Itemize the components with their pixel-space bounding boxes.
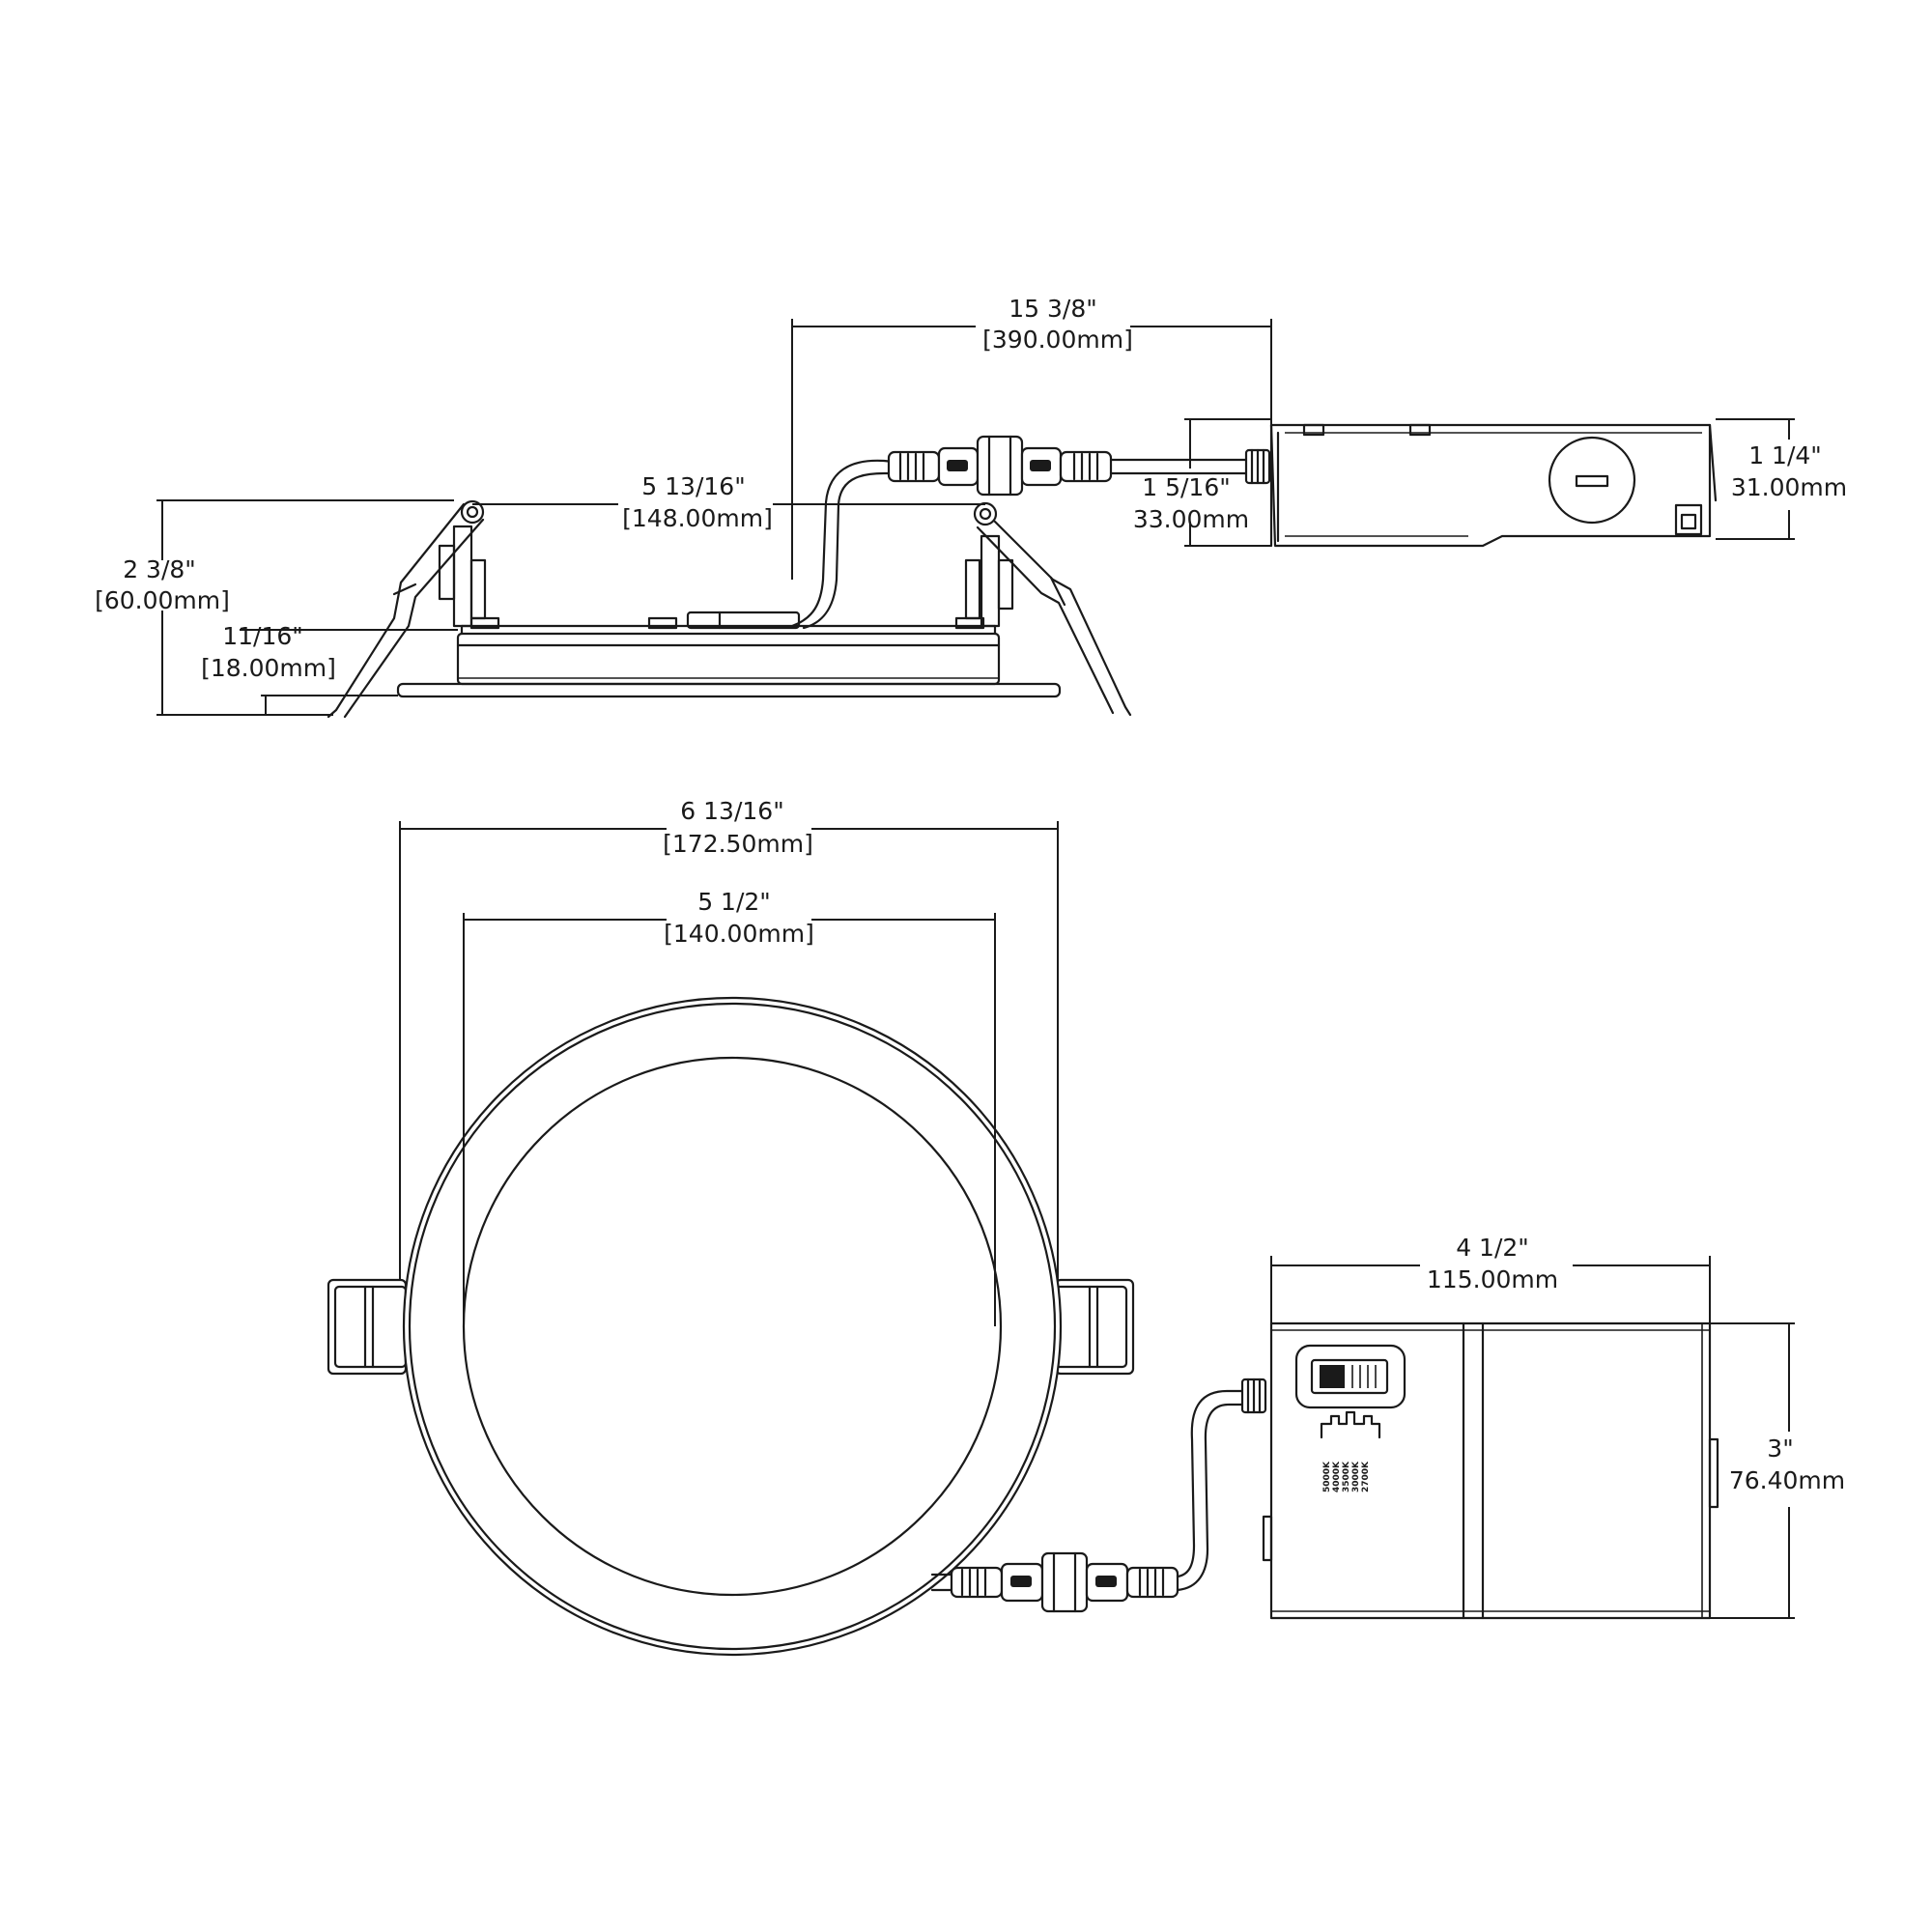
overall-diameter-imperial: 6 13/16" — [680, 797, 783, 825]
right-clip-tab — [1054, 1278, 1135, 1376]
cct-label: 3000K — [1351, 1461, 1361, 1492]
knockout-icon — [1548, 436, 1636, 525]
box-width-imperial: 3" — [1767, 1435, 1793, 1463]
dimension-labels: 15 3/8" [390.00mm] 5 13/16" [148.00mm] 2… — [95, 295, 1847, 1494]
side-height-imperial: 2 3/8" — [123, 555, 196, 583]
cct-switch-slider-icon — [1320, 1365, 1345, 1388]
cutout-side-metric: [148.00mm] — [622, 504, 773, 532]
cable-length-imperial: 15 3/8" — [1009, 295, 1097, 323]
box-length-imperial: 4 1/2" — [1456, 1234, 1529, 1262]
top-view-junction-box: 5000K 4000K 3500K 3000K 2700K — [1262, 1321, 1719, 1620]
trim-flange — [396, 682, 1062, 698]
cct-label: 3500K — [1342, 1461, 1351, 1492]
trim-height-imperial: 11/16" — [222, 622, 303, 650]
side-height-metric: [60.00mm] — [95, 586, 230, 614]
trim-height-metric: [18.00mm] — [201, 654, 336, 682]
side-connector-assembly — [887, 435, 1271, 497]
top-connector-assembly — [930, 1378, 1267, 1613]
box-height-imperial: 1 1/4" — [1748, 441, 1822, 469]
box-height-metric: 31.00mm — [1731, 473, 1847, 501]
cutout-side-imperial: 5 13/16" — [641, 472, 745, 500]
top-view-downlight — [327, 996, 1135, 1657]
aperture-diameter-imperial: 5 1/2" — [697, 888, 771, 916]
cct-label-group: 5000K 4000K 3500K 3000K 2700K — [1322, 1461, 1371, 1492]
box-offset-imperial: 1 5/16" — [1142, 473, 1231, 501]
side-view-junction-box — [1269, 423, 1718, 548]
outer-trim-circle — [402, 996, 1063, 1657]
cable-length-metric: [390.00mm] — [982, 326, 1133, 354]
cct-switch-housing — [1294, 1344, 1406, 1409]
cct-label: 4000K — [1332, 1461, 1342, 1492]
box-length-metric: 115.00mm — [1427, 1265, 1558, 1293]
cable — [790, 459, 895, 628]
aperture-diameter-metric: [140.00mm] — [664, 920, 814, 948]
cct-label: 2700K — [1361, 1461, 1371, 1492]
left-clip-tab — [327, 1278, 408, 1376]
housing-body — [456, 632, 1001, 686]
right-spring-clip — [964, 501, 1132, 717]
dimension-lines — [156, 319, 1795, 1619]
left-spring-clip — [327, 499, 487, 719]
box-width-metric: 76.40mm — [1729, 1466, 1845, 1494]
box-offset-metric: 33.00mm — [1133, 505, 1249, 533]
cct-label: 5000K — [1322, 1461, 1332, 1492]
side-view-downlight — [327, 459, 1132, 719]
overall-diameter-metric: [172.50mm] — [663, 830, 813, 858]
